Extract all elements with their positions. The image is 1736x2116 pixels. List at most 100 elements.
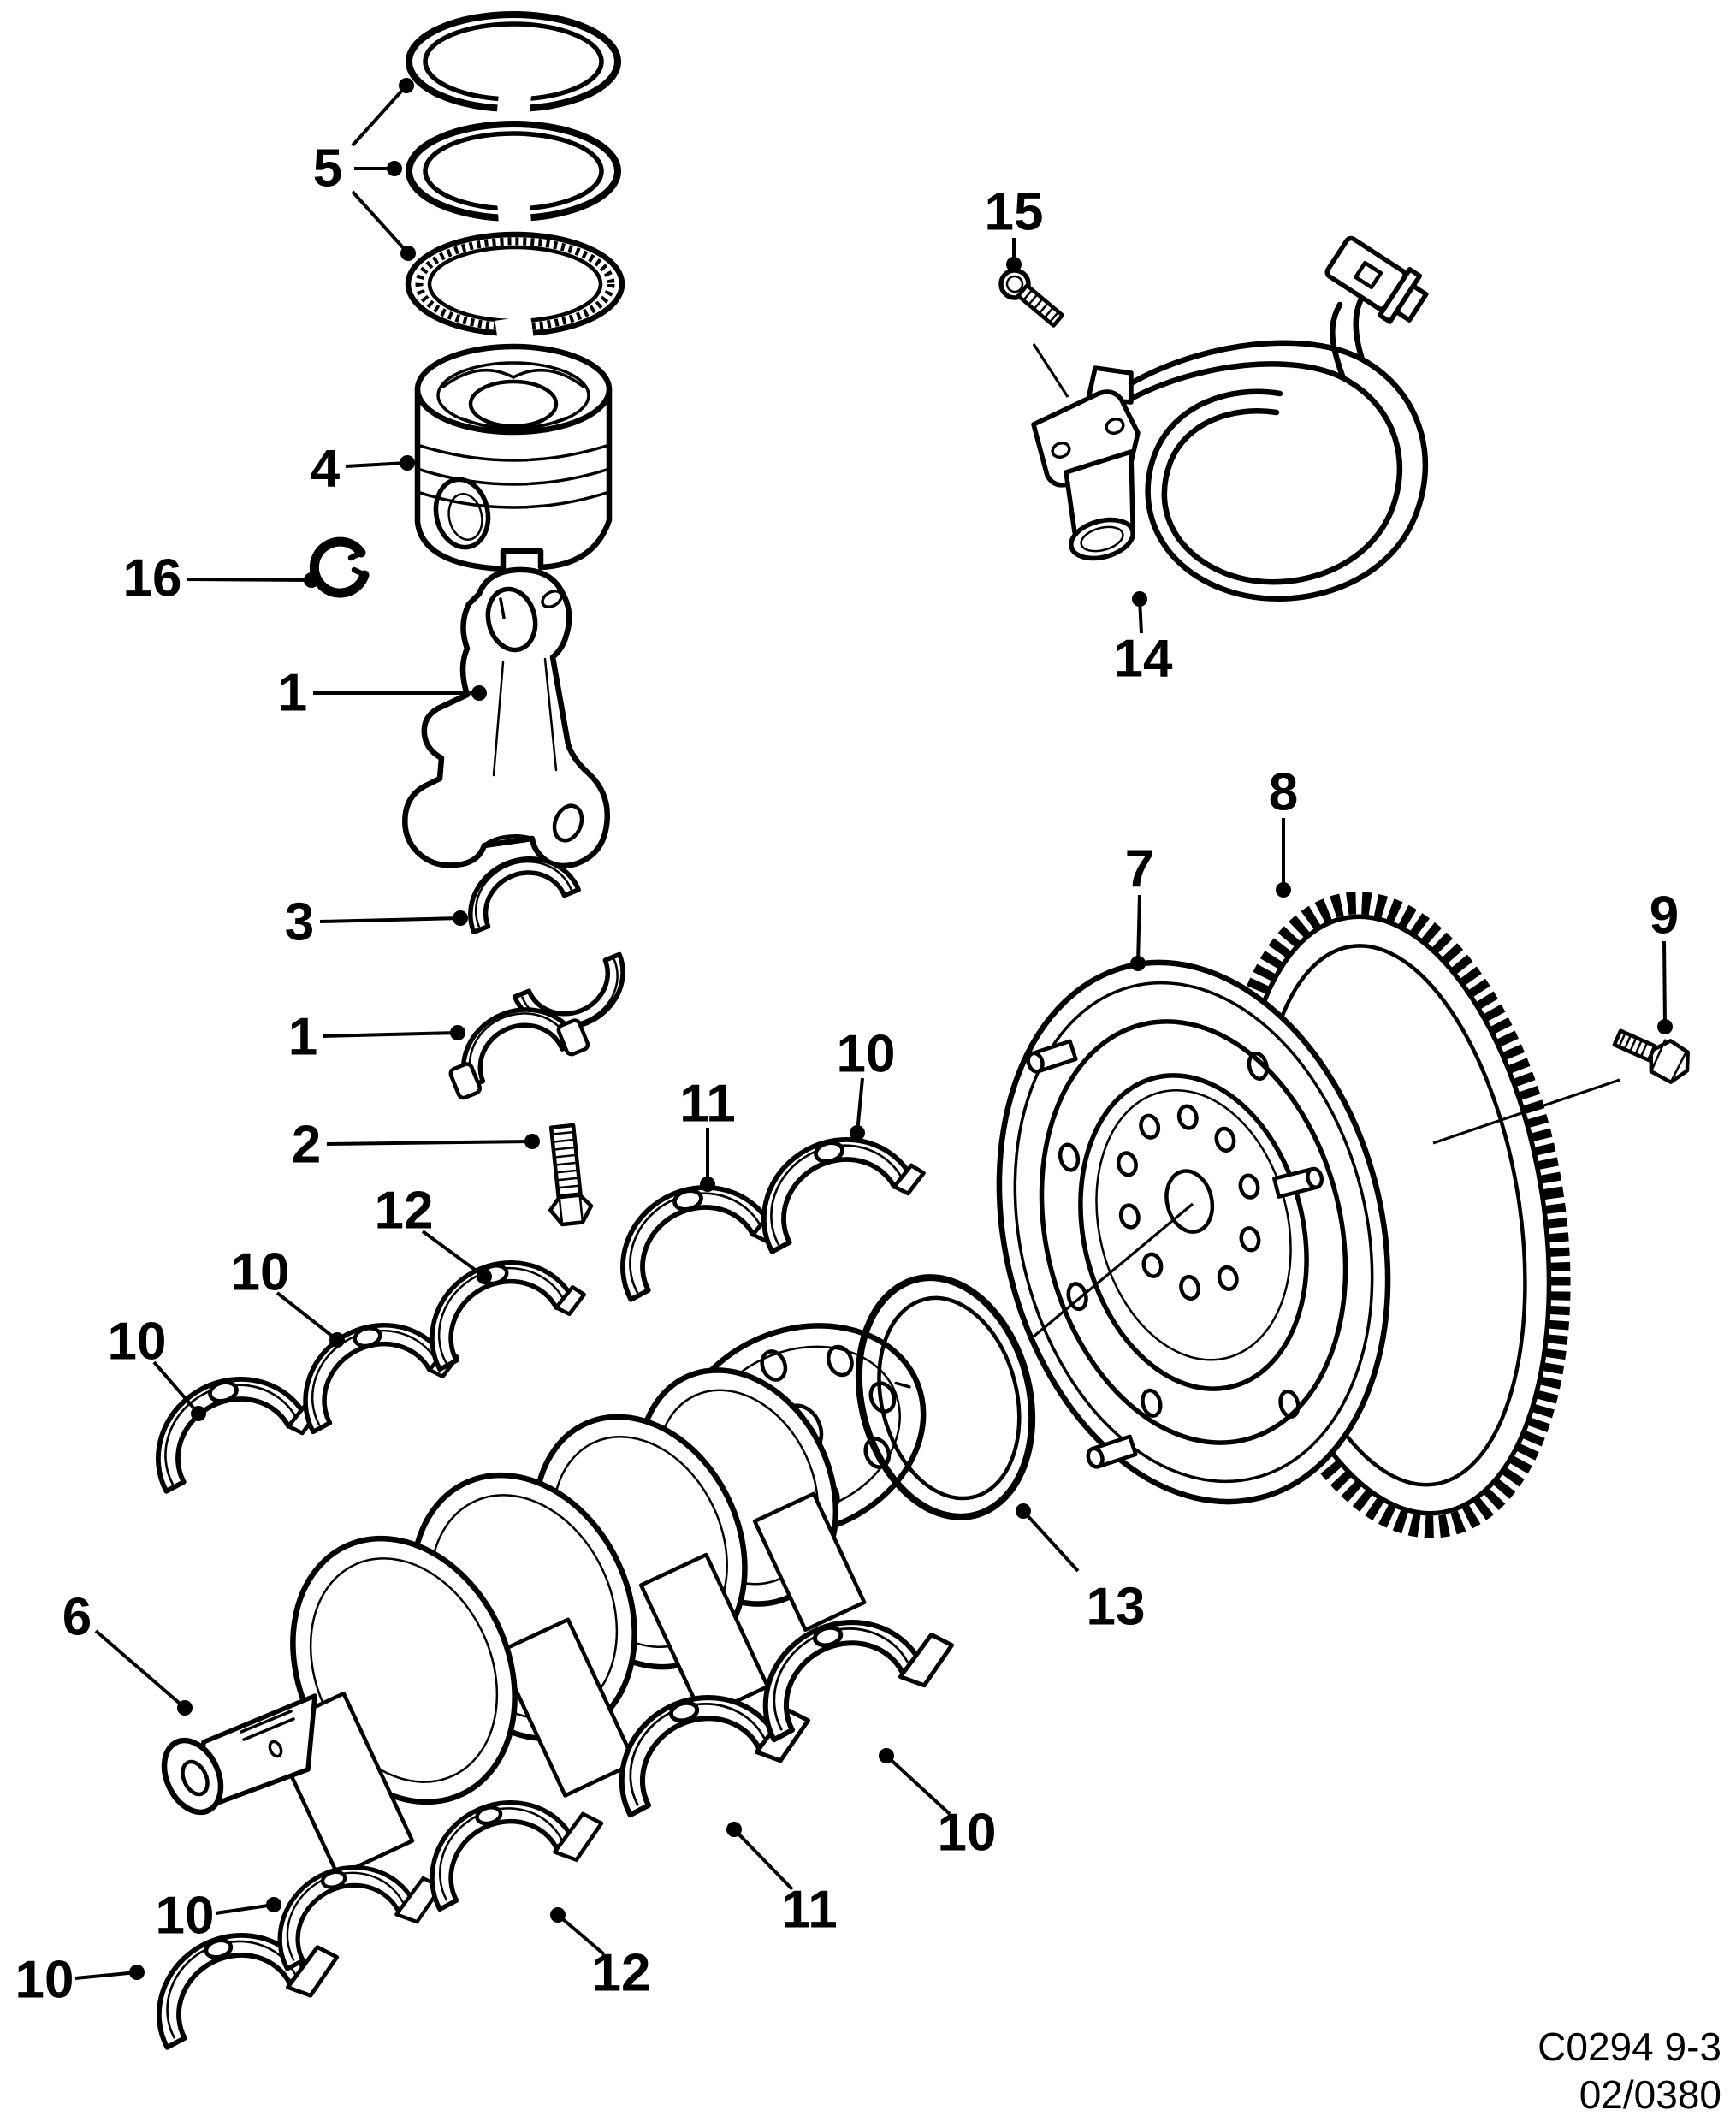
crankshaft-position-sensor <box>1031 365 1141 561</box>
leader-line <box>856 1077 864 1134</box>
oil-scraper-ring <box>405 231 625 343</box>
connecting-rod <box>402 566 611 869</box>
callout-sensor-screw: 15 <box>985 183 1044 272</box>
leader-line <box>323 1031 459 1038</box>
leader-dot <box>191 1406 206 1421</box>
leader-dot <box>400 246 416 261</box>
flywheel-pin <box>1026 1039 1078 1074</box>
leader-line <box>319 916 461 923</box>
pointer-line <box>1032 343 1069 398</box>
callout-label-big-end-bearing-shells: 3 <box>285 893 314 952</box>
leader-line <box>276 1291 339 1342</box>
callout-crankshaft-seal: 13 <box>1016 1503 1145 1637</box>
leader-dot <box>1132 591 1147 607</box>
big-end-bearing-shell-lower <box>448 1007 590 1100</box>
sensor-screw <box>998 268 1064 328</box>
leader-dot <box>304 572 319 588</box>
leader-dot <box>700 1177 715 1192</box>
callout-label-big-end-bearing-shell-lower: 1 <box>288 1008 317 1067</box>
callout-main-bearing-shell-lower-3: 12 <box>550 1907 650 2003</box>
leader-dot <box>1276 882 1291 898</box>
callout-crankshaft: 6 <box>62 1588 193 1716</box>
leader-dot <box>1657 1019 1673 1034</box>
leader-dot <box>177 1700 193 1716</box>
flywheel-pin <box>1272 1166 1324 1199</box>
leader-line <box>351 84 408 147</box>
sensor-cable <box>1128 235 1429 602</box>
leader-dot <box>550 1907 566 1923</box>
flywheel-pin <box>1086 1434 1138 1469</box>
callout-label-ring-gear: 8 <box>1269 763 1298 822</box>
callout-label-flywheel: 7 <box>1125 840 1154 899</box>
leader-line <box>1022 1509 1080 1573</box>
callout-label-main-bearing-shell-upper-4: 11 <box>679 1075 736 1134</box>
leader-line <box>1136 894 1141 964</box>
leader-dot <box>850 1125 865 1141</box>
callout-label-main-bearing-shell-lower-1: 10 <box>15 1951 74 2010</box>
leader-dot <box>879 1748 894 1763</box>
leader-line <box>556 1913 606 1956</box>
leader-line <box>326 1140 533 1146</box>
flywheel <box>996 959 1391 1505</box>
callout-ring-gear: 8 <box>1269 763 1298 898</box>
leader-line <box>345 461 408 468</box>
leader-line <box>152 1360 200 1415</box>
callout-label-crankshaft-seal: 13 <box>1087 1578 1146 1637</box>
piston-ring-set <box>405 11 625 343</box>
cable-connector <box>1324 235 1429 324</box>
leader-dot <box>400 455 415 471</box>
callout-main-bearing-shell-upper-2: 10 <box>231 1243 345 1348</box>
leader-dot <box>471 685 487 701</box>
leader-line <box>186 578 312 582</box>
crankshaft <box>161 1323 927 1878</box>
leader-dot <box>477 1269 492 1284</box>
leader-line <box>1662 940 1667 1028</box>
callout-main-bearing-shell-upper-5: 10 <box>837 1025 896 1141</box>
leader-dot <box>524 1134 540 1149</box>
callout-label-connecting-rod-bolt: 2 <box>292 1116 321 1175</box>
callout-main-bearing-shell-upper-4: 11 <box>679 1075 736 1192</box>
callout-main-bearing-shell-upper-1: 10 <box>108 1313 206 1421</box>
callout-label-main-bearing-shell-lower-5: 10 <box>938 1804 997 1863</box>
callout-label-gudgeon-pin-circlip: 16 <box>123 549 182 608</box>
callout-label-connecting-rod: 1 <box>278 664 307 723</box>
callout-main-bearing-shell-lower-1: 10 <box>15 1951 145 2010</box>
leader-line <box>215 1903 275 1915</box>
callout-connecting-rod: 1 <box>278 664 487 723</box>
leader-dot <box>450 1025 465 1040</box>
pointer-line <box>1032 1202 1194 1338</box>
piston <box>414 343 613 572</box>
callout-piston: 4 <box>311 440 415 499</box>
leader-dot <box>399 78 414 93</box>
callout-big-end-bearing-shells: 3 <box>285 893 468 952</box>
callout-flywheel-bolt: 9 <box>1650 886 1679 1034</box>
callout-label-piston-ring-set: 5 <box>313 139 342 199</box>
callout-label-crankshaft: 6 <box>62 1588 92 1647</box>
callout-flywheel: 7 <box>1125 840 1154 971</box>
pointer-line <box>1432 1078 1620 1145</box>
leader-dot <box>1130 956 1146 971</box>
callout-label-flywheel-bolt: 9 <box>1650 886 1679 945</box>
callout-gudgeon-pin-circlip: 16 <box>123 549 319 608</box>
callout-label-sensor-screw: 15 <box>985 183 1044 242</box>
leader-line <box>421 1230 486 1278</box>
callout-main-bearing-shell-lower-4: 11 <box>726 1822 838 1940</box>
leader-dot <box>329 1332 345 1348</box>
leader-dot <box>1006 257 1022 272</box>
callout-label-main-bearing-shell-upper-3: 12 <box>375 1182 434 1241</box>
leader-dot <box>129 1965 145 1980</box>
leader-line <box>351 190 410 255</box>
leader-dot <box>726 1822 742 1837</box>
leader-line <box>94 1629 187 1710</box>
drawing-revision: 02/0380 <box>1579 2072 1721 2116</box>
flywheel-bolt <box>1612 1028 1690 1084</box>
callout-label-main-bearing-shell-upper-5: 10 <box>837 1025 896 1084</box>
callout-label-main-bearing-shell-lower-4: 11 <box>781 1881 838 1940</box>
callout-label-crankshaft-position-sensor: 14 <box>1114 630 1173 689</box>
leader-line <box>885 1754 951 1816</box>
compression-ring-1 <box>406 11 621 119</box>
callout-main-bearing-shell-lower-5: 10 <box>879 1748 996 1863</box>
leader-dot <box>387 161 402 176</box>
